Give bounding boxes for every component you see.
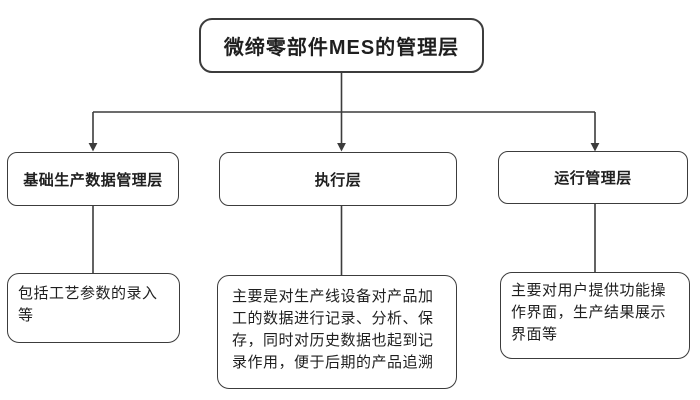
- root-node: 微缔零部件MES的管理层: [199, 18, 484, 73]
- leaf-node-basic-data-description: 包括工艺参数的录入等: [7, 273, 180, 343]
- branch-node-operation-management: 运行管理层: [498, 151, 688, 204]
- branch-node-basic-production-data: 基础生产数据管理层: [7, 152, 179, 206]
- branch-node-execution-layer: 执行层: [219, 152, 457, 206]
- leaf-node-operation-description: 主要对用户提供功能操作界面，生产结果展示界面等: [500, 272, 690, 359]
- arrow-down-icon: [88, 143, 98, 152]
- arrow-down-icon: [337, 143, 346, 152]
- arrow-down-icon: [590, 143, 600, 152]
- leaf-node-execution-description: 主要是对生产线设备对产品加工的数据进行记录、分析、保存，同时对历史数据也起到记录…: [217, 275, 457, 389]
